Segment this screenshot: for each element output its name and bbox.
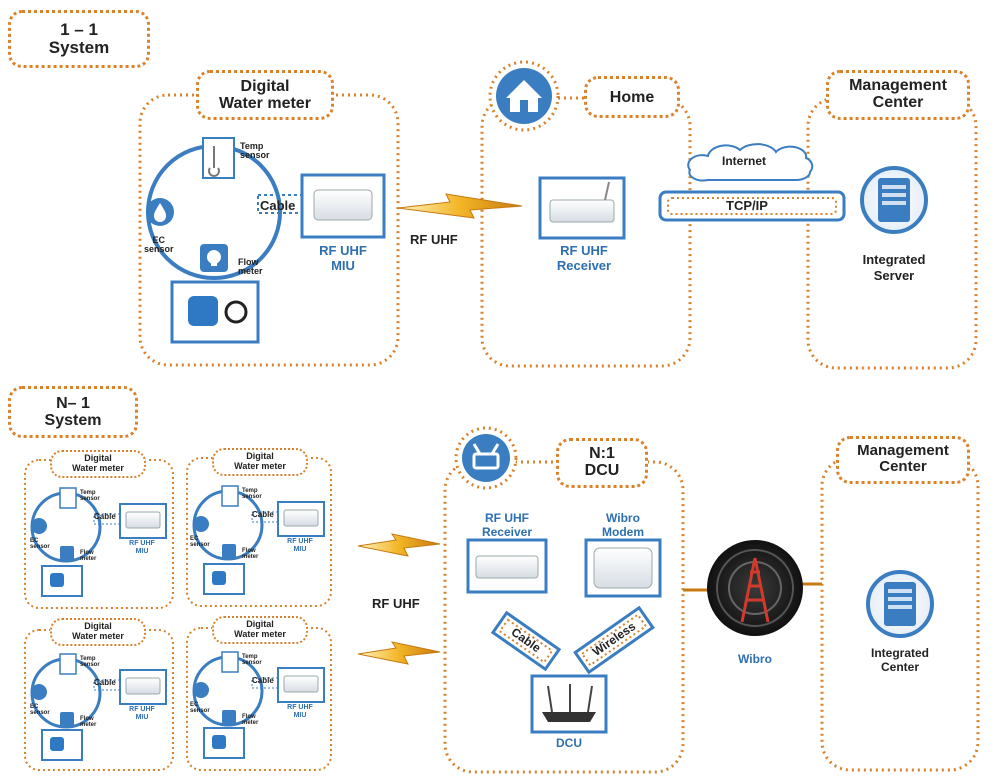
cable-link xyxy=(257,194,309,214)
server-icon xyxy=(884,582,916,626)
meter-title-line2: Water meter xyxy=(219,95,311,113)
tv-antenna-icon xyxy=(472,452,500,470)
home-door xyxy=(520,100,528,112)
server-slot xyxy=(882,201,906,205)
bulb-icon xyxy=(206,250,221,266)
mini-cable-label-3: Cable xyxy=(94,678,116,687)
mini-meter-4 xyxy=(186,627,332,771)
mini-meter-2 xyxy=(186,457,332,607)
meter-cable-coil xyxy=(224,300,248,324)
wireless-tag xyxy=(573,605,655,675)
cell-tower-icon xyxy=(740,557,770,623)
cable-tag xyxy=(490,610,562,672)
rf-uhf-label: RF UHF xyxy=(410,232,458,247)
home-title-text: Home xyxy=(609,89,655,106)
tcpip-label: TCP/IP xyxy=(726,198,768,213)
server-slot xyxy=(888,589,912,593)
router-antenna xyxy=(604,181,610,201)
system-label-line1: 1 – 1 xyxy=(60,20,98,39)
miu-device-icon xyxy=(313,189,373,221)
thermometer-icon xyxy=(208,146,220,177)
rf-uhf-label-n1: RF UHF xyxy=(372,596,420,611)
home-title: Home xyxy=(584,76,680,118)
water-drop-icon xyxy=(154,203,166,222)
rf-lightning-icon-bottom xyxy=(357,641,441,665)
modem-icon xyxy=(593,547,653,589)
system-label-line2: System xyxy=(48,38,110,58)
rf-lightning-icon xyxy=(397,193,523,219)
tcpip-inner xyxy=(667,197,837,215)
internet-label: Internet xyxy=(722,154,767,168)
dcu-antenna xyxy=(547,685,553,713)
mini-meter-3 xyxy=(24,629,174,771)
dcu-router-icon xyxy=(542,712,596,722)
system-label-n-1: N– 1 System xyxy=(8,386,138,438)
server-slot xyxy=(882,185,906,189)
dcu-label: DCU xyxy=(556,736,582,750)
meter-title: Digital Water meter xyxy=(196,70,334,120)
management-title-n1: Management Center xyxy=(836,436,970,484)
router-icon xyxy=(549,199,615,223)
home-region xyxy=(480,96,692,368)
meter-title-line1: Digital xyxy=(240,78,290,95)
dcu-receiver-icon xyxy=(475,555,539,579)
mini-cable-label-4: Cable xyxy=(252,676,274,685)
cable-label: Cable xyxy=(260,198,296,213)
wibro-tower-badge xyxy=(707,540,803,636)
dcu-antenna xyxy=(587,685,593,713)
wibro-wave xyxy=(716,549,794,627)
server-icon xyxy=(878,178,910,222)
rf-lightning-icon-top xyxy=(357,533,441,557)
dcu-title: N:1 DCU xyxy=(556,438,648,488)
mini-meter-1 xyxy=(24,459,174,609)
server-slot xyxy=(888,597,912,601)
system-label-1-1: 1 – 1 System xyxy=(8,10,150,68)
internet-cloud-icon xyxy=(687,143,814,182)
server-slot xyxy=(882,193,906,197)
server-slot xyxy=(888,605,912,609)
antenna-left xyxy=(472,443,482,455)
home-icon xyxy=(506,80,542,112)
wibro-label: Wibro xyxy=(738,652,772,666)
mini-cable-label-1: Cable xyxy=(94,512,116,521)
dcu-badge xyxy=(462,434,510,482)
antenna-right xyxy=(490,443,500,455)
water-meter-icon xyxy=(188,296,218,326)
management-title: Management Center xyxy=(826,70,970,120)
mini-cable-label-2: Cable xyxy=(252,510,274,519)
